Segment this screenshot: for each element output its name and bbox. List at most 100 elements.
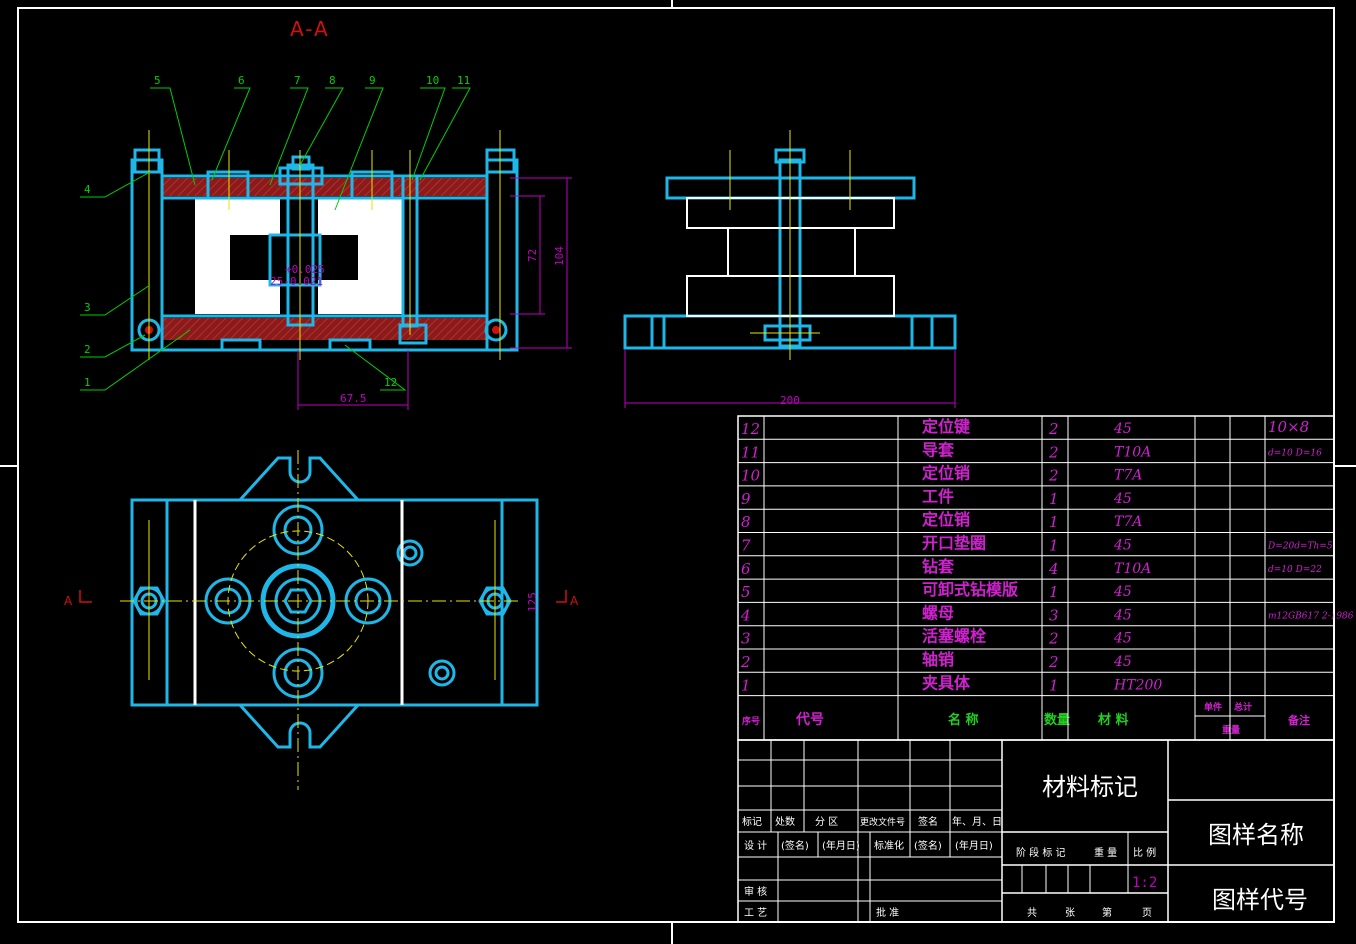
balloon-10: 10 xyxy=(426,74,439,87)
rev-label-doc: 更改文件号 xyxy=(860,816,905,828)
bom-qty: 2 xyxy=(1048,443,1059,461)
workpiece-right xyxy=(318,198,402,314)
bom-no: 4 xyxy=(740,606,751,624)
drawing-name: 图样名称 xyxy=(1208,821,1304,849)
bom-no: 2 xyxy=(740,653,751,671)
bom-material: 45 xyxy=(1113,421,1132,437)
bom-name: 工件 xyxy=(922,487,954,506)
bom-note: m12GB617 2-1986 xyxy=(1268,611,1354,621)
balloon-1: 1 xyxy=(84,376,91,389)
dim-200: 200 xyxy=(780,394,800,407)
section-mark-right: A xyxy=(570,594,579,608)
balloon-8: 8 xyxy=(329,74,336,87)
dim-104: 104 xyxy=(553,246,566,266)
bom-no: 1 xyxy=(741,676,751,694)
workpiece xyxy=(195,198,280,314)
dim-72: 72 xyxy=(526,249,539,262)
side-view: 200 xyxy=(623,130,957,408)
bom-qty: 1 xyxy=(1049,537,1059,555)
bom-material: T10A xyxy=(1114,444,1151,460)
bom-header-unit_weight: 单件 xyxy=(1204,701,1222,713)
bom-no: 7 xyxy=(741,537,751,555)
page-label: 页 xyxy=(1142,907,1152,919)
balloon-7: 7 xyxy=(294,74,301,87)
bom-material: 45 xyxy=(1113,654,1132,670)
tolerance-upper: +0.025 xyxy=(285,263,325,276)
bom-header-seq: 序号 xyxy=(742,715,760,727)
process-label: 工 艺 xyxy=(744,907,767,919)
bom-qty: 2 xyxy=(1048,653,1059,671)
bom-note: d=10 D=16 xyxy=(1268,448,1322,458)
bom-material: 45 xyxy=(1113,631,1132,647)
bom-no: 3 xyxy=(741,630,751,648)
bom-note: D=20d=Th=5 xyxy=(1267,542,1333,552)
bom-qty: 1 xyxy=(1049,676,1059,694)
bom-header-material: 材 料 xyxy=(1098,712,1129,728)
top-plate-hatch xyxy=(162,178,487,196)
bom-no: 6 xyxy=(741,560,751,578)
weight-label: 重 量 xyxy=(1094,846,1117,859)
bom-note: 10×8 xyxy=(1268,418,1309,436)
bom-name: 定位销 xyxy=(921,510,970,529)
review-label: 审 核 xyxy=(744,885,767,898)
balloon-2: 2 xyxy=(84,343,91,356)
standard-date: (年月日) xyxy=(955,839,993,852)
bom-name: 轴销 xyxy=(922,650,954,669)
bom-no: 11 xyxy=(741,443,760,461)
balloon-3: 3 xyxy=(84,301,91,314)
approve-label: 批 准 xyxy=(876,906,899,919)
bom-material: 45 xyxy=(1113,538,1132,554)
dim-67-5: 67.5 xyxy=(340,392,367,405)
balloon-11: 11 xyxy=(457,74,470,87)
design-date: (年月日) xyxy=(822,839,860,852)
rev-label-mark: 标记 xyxy=(742,816,762,828)
section-title: A-A xyxy=(290,17,330,41)
bom-no: 5 xyxy=(741,583,751,601)
base-hatch xyxy=(162,318,487,340)
balloon-4: 4 xyxy=(84,183,91,196)
standard-label: 标准化 xyxy=(874,839,904,852)
tolerance-lower: 25-0.021 xyxy=(270,275,323,288)
bom-header-total_weight: 总计 xyxy=(1234,701,1252,713)
bom-name: 螺母 xyxy=(922,603,954,622)
bom-name: 活塞螺栓 xyxy=(922,627,987,646)
bom-header-weight: 重量 xyxy=(1222,724,1240,736)
balloon-5: 5 xyxy=(154,74,161,87)
sheet-total-label: 共 xyxy=(1027,907,1037,919)
bom-header-remark: 备注 xyxy=(1287,713,1310,727)
stage-label: 阶 段 标 记 xyxy=(1016,846,1066,859)
bom-material: T7A xyxy=(1114,514,1142,530)
bom-name: 导套 xyxy=(922,440,955,459)
bom-material: T10A xyxy=(1114,561,1151,577)
design-sign: (签名) xyxy=(781,839,809,852)
drawing-code: 图样代号 xyxy=(1212,886,1308,914)
bom-name: 定位销 xyxy=(921,464,970,483)
design-label: 设 计 xyxy=(744,839,767,852)
bom-name: 定位键 xyxy=(921,417,970,436)
bom-qty: 1 xyxy=(1049,490,1059,508)
balloon-9: 9 xyxy=(369,74,376,87)
section-mark-left: A xyxy=(64,594,73,608)
bom-qty: 4 xyxy=(1048,560,1059,578)
bom-material: T7A xyxy=(1114,468,1142,484)
bom-name: 可卸式钻模版 xyxy=(922,580,1018,599)
bom-qty: 3 xyxy=(1049,606,1059,624)
balloon-6: 6 xyxy=(238,74,245,87)
bom-material: HT200 xyxy=(1113,677,1162,693)
title-block: 材料标记 图样名称 图样代号 标记 处数 分 区 更改文件号 签名 年、月、日 … xyxy=(737,739,1335,923)
standard-sign: (签名) xyxy=(914,839,942,852)
top-view: A A 125 xyxy=(64,450,579,790)
rev-label-zone: 分 区 xyxy=(815,816,838,828)
material-mark: 材料标记 xyxy=(1042,773,1138,801)
rev-label-count: 处数 xyxy=(775,815,795,828)
bom-no: 10 xyxy=(741,467,761,485)
bom-note: d=10 D=22 xyxy=(1268,565,1322,575)
bom-header-name: 名 称 xyxy=(948,712,979,728)
rev-label-date: 年、月、日 xyxy=(952,815,1002,828)
bom-name: 钻套 xyxy=(922,557,955,576)
bom-no: 12 xyxy=(741,420,760,438)
bom-name: 夹具体 xyxy=(922,673,971,692)
